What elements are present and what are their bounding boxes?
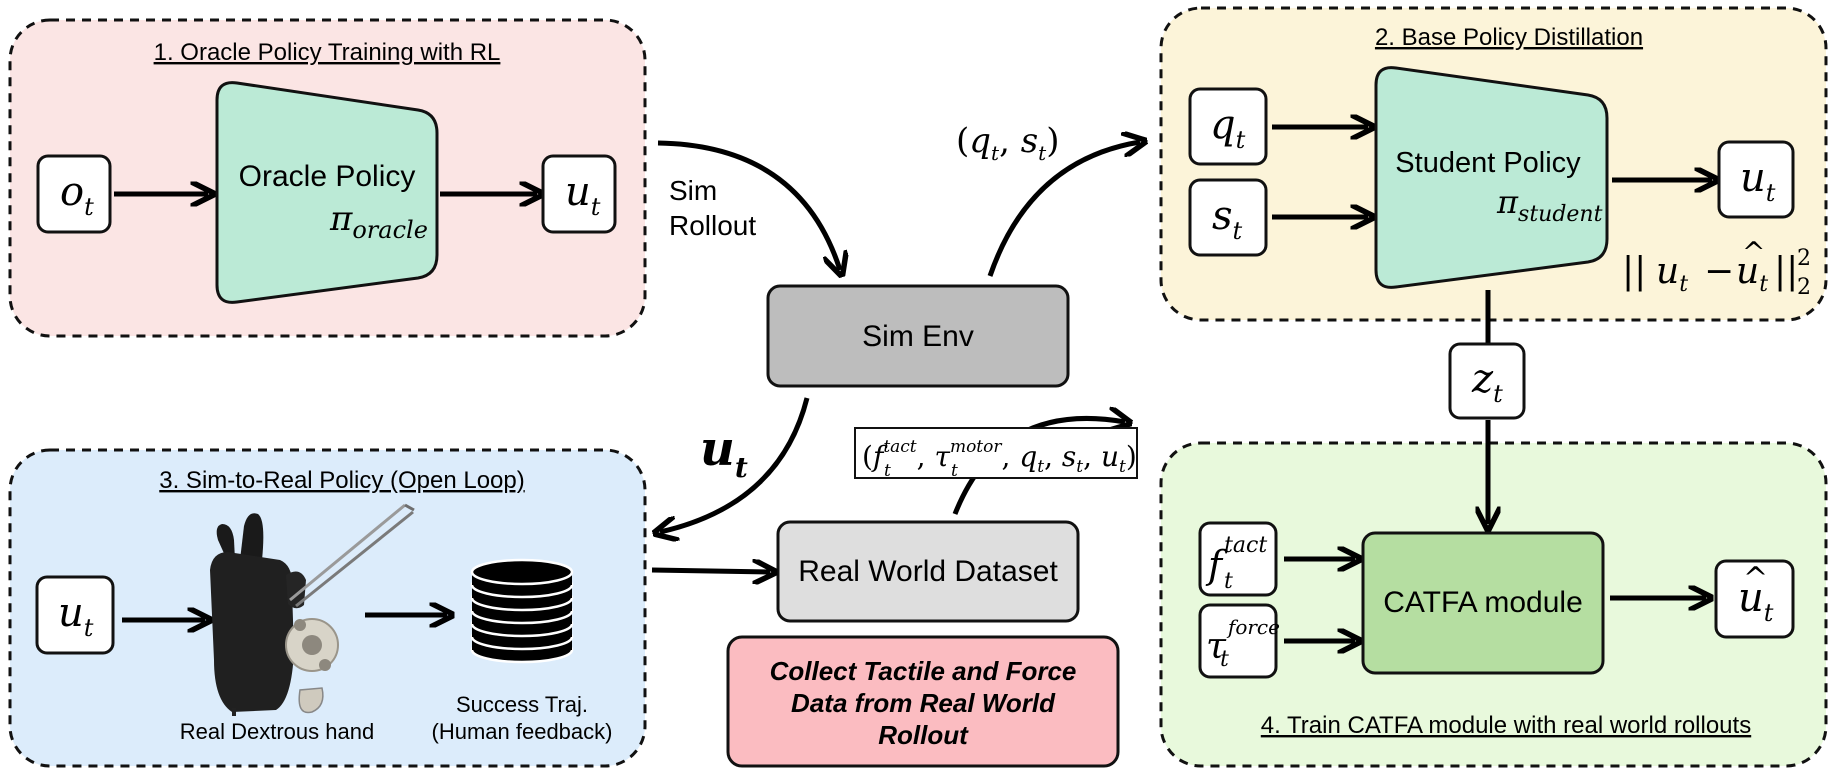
o-t-box bbox=[36, 154, 112, 234]
arrow-sim-rollout bbox=[657, 140, 840, 270]
q-s-tuple-label: (qt, st) bbox=[956, 121, 1059, 165]
hand-caption: Real Dextrous hand bbox=[180, 719, 374, 744]
tau-force-box bbox=[1198, 603, 1278, 679]
s-t-box bbox=[1188, 178, 1268, 257]
u-hat-symbol: ut bbox=[1738, 575, 1774, 627]
arrow-sim-to-distill bbox=[987, 142, 1140, 277]
dataset-tuple-sub-tau: t bbox=[951, 461, 958, 481]
u-hat-caret: ^ bbox=[1743, 561, 1768, 596]
f-tact-box bbox=[1198, 521, 1278, 597]
collect-data-box bbox=[726, 635, 1120, 768]
real-world-dataset-label: Real World Dataset bbox=[798, 555, 1058, 588]
dataset-tuple-box bbox=[854, 427, 1138, 479]
collect-line-2: Data from Real World bbox=[791, 688, 1056, 718]
distillation-loss: || ut − ut ^ || 2 2 bbox=[1622, 236, 1811, 300]
f-tact-sub: t bbox=[1224, 569, 1233, 594]
q-t-symbol: qt bbox=[1210, 102, 1246, 154]
panel-distill-title: 2. Base Policy Distillation bbox=[1375, 24, 1643, 51]
tau-force-sub: t bbox=[1220, 647, 1229, 672]
sim-env-label: Sim Env bbox=[862, 320, 974, 353]
u-t-box-student bbox=[1717, 140, 1795, 219]
panel-oracle-title: 1. Oracle Policy Training with RL bbox=[154, 39, 501, 66]
traj-caption-2: (Human feedback) bbox=[432, 719, 613, 744]
collect-line-1: Collect Tactile and Force bbox=[770, 656, 1077, 686]
sim-env-box bbox=[766, 284, 1070, 388]
panel-sim2real-title: 3. Sim-to-Real Policy (Open Loop) bbox=[159, 467, 524, 494]
svg-text:||: || bbox=[1622, 251, 1646, 292]
u-t-arrow-label: ut bbox=[700, 421, 748, 484]
arrow-real-to-dataset bbox=[651, 570, 770, 572]
svg-text:−: − bbox=[1704, 251, 1734, 292]
z-t-symbol: zt bbox=[1471, 356, 1503, 408]
real-world-dataset-box bbox=[776, 520, 1080, 623]
q-t-box bbox=[1188, 87, 1268, 166]
dataset-tuple-label: (ftact, τmotor, qt, st, ut) bbox=[862, 437, 1137, 477]
svg-text:ut: ut bbox=[1656, 251, 1688, 297]
student-policy-label: Student Policy bbox=[1395, 147, 1581, 179]
oracle-policy-trapezoid bbox=[215, 81, 439, 304]
u-t-box-real bbox=[35, 575, 115, 655]
dextrous-hand-image bbox=[210, 503, 415, 716]
student-policy-trapezoid bbox=[1374, 66, 1609, 289]
svg-text:ut: ut bbox=[1736, 251, 1768, 297]
student-policy-symbol: πstudent bbox=[1496, 183, 1603, 227]
panel-catfa-title: 4. Train CATFA module with real world ro… bbox=[1261, 712, 1751, 739]
database-stack-icon bbox=[470, 558, 574, 664]
catfa-module-box bbox=[1361, 531, 1605, 675]
oracle-policy-symbol: πoracle bbox=[329, 199, 428, 244]
s-t-symbol: st bbox=[1212, 193, 1243, 245]
svg-text:2: 2 bbox=[1797, 275, 1811, 300]
u-t-box-oracle bbox=[541, 154, 617, 234]
z-t-box bbox=[1448, 342, 1526, 420]
panel-sim-to-real bbox=[8, 448, 647, 768]
catfa-module-label: CATFA module bbox=[1383, 586, 1583, 619]
collect-line-3: Rollout bbox=[878, 720, 969, 750]
arrow-sim-to-real-policy bbox=[660, 397, 810, 532]
sim-rollout-label-1: Sim bbox=[669, 175, 717, 206]
svg-text:||: || bbox=[1774, 251, 1798, 292]
svg-text:2: 2 bbox=[1797, 246, 1811, 271]
u-hat-box bbox=[1714, 559, 1795, 639]
u-t-symbol-real: ut bbox=[58, 590, 94, 642]
dataset-tuple-sub-f: t bbox=[884, 461, 891, 481]
o-t-symbol: ot bbox=[60, 169, 94, 221]
oracle-policy-label: Oracle Policy bbox=[239, 160, 416, 193]
svg-text:^: ^ bbox=[1742, 236, 1765, 269]
u-t-symbol-oracle: ut bbox=[565, 169, 601, 221]
sim-rollout-label-2: Rollout bbox=[669, 210, 756, 241]
u-t-symbol-student: ut bbox=[1740, 155, 1776, 207]
traj-caption-1: Success Traj. bbox=[456, 692, 588, 717]
